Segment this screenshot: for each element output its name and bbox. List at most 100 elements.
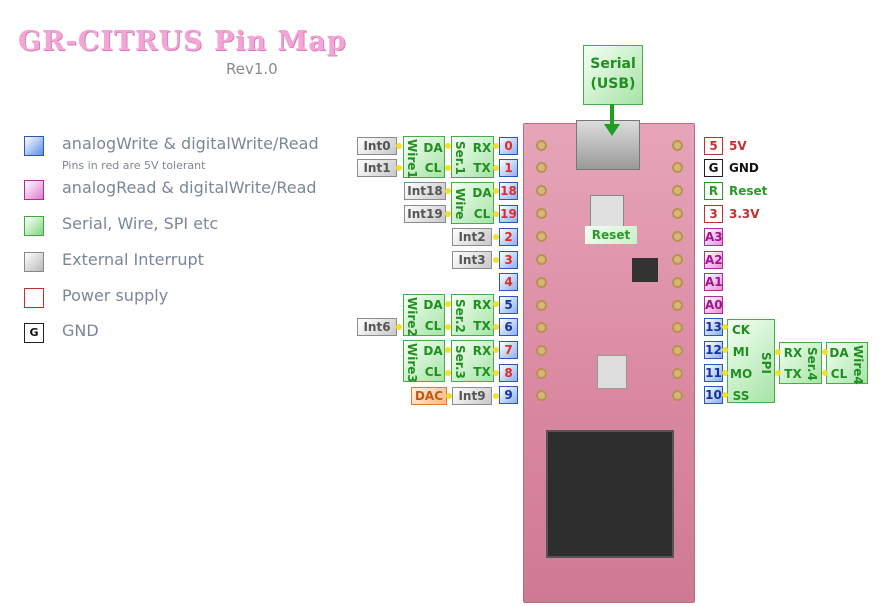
pin-hole <box>672 322 683 333</box>
legend-label: analogRead & digitalWrite/Read <box>62 178 317 197</box>
connector-dot <box>493 143 499 149</box>
ser4-name: Ser.4 <box>805 345 819 383</box>
usb-arrow-icon <box>604 104 620 138</box>
connector-dot <box>493 211 499 217</box>
pin-2: 2 <box>499 228 518 246</box>
connector-dot <box>775 370 781 376</box>
wire2-name: Wire2 <box>405 297 419 335</box>
pin-7: 7 <box>499 341 518 359</box>
connector-dot <box>493 257 499 263</box>
ser2-box: Ser.2 RX TX <box>451 294 494 336</box>
connector-dot <box>445 211 451 217</box>
connector-dot <box>722 392 728 398</box>
pin-hole <box>672 185 683 196</box>
connector-dot <box>493 347 499 353</box>
pin-gnd: G <box>704 159 723 177</box>
pin-3v3: 3 <box>704 205 723 223</box>
int0-label: Int0 <box>357 137 397 155</box>
legend-swatch-green <box>24 216 44 236</box>
ser3-rx: RX <box>470 342 494 360</box>
int18-label: Int18 <box>404 182 446 200</box>
legend-swatch-pink <box>24 180 44 200</box>
wire1-da: DA <box>422 139 444 157</box>
pin-5v-label: 5V <box>729 137 747 155</box>
pin-3: 3 <box>499 251 518 269</box>
pin-1: 1 <box>499 159 518 177</box>
ser1-name: Ser.1 <box>453 139 467 177</box>
connector-dot <box>396 165 402 171</box>
pin-hole <box>536 345 547 356</box>
pin-hole <box>672 231 683 242</box>
legend-label: External Interrupt <box>62 250 204 269</box>
connector-dot <box>445 347 451 353</box>
wire2-da: DA <box>422 296 444 314</box>
pin-13: 13 <box>704 318 723 336</box>
wire3-da: DA <box>422 342 444 360</box>
pin-18: 18 <box>499 182 518 200</box>
ser1-tx: TX <box>470 159 494 177</box>
ser2-rx: RX <box>470 296 494 314</box>
pin-10: 10 <box>704 386 723 404</box>
wire4-cl: CL <box>828 365 850 383</box>
connector-dot <box>445 370 451 376</box>
pin-hole <box>672 162 683 173</box>
pin-hole <box>536 368 547 379</box>
wire4-box: DA CL Wire4 <box>826 342 868 384</box>
legend-swatch-gray <box>24 252 44 272</box>
pin-reset: R <box>704 182 723 200</box>
ser4-tx: TX <box>781 365 805 383</box>
usb-label-line1: Serial <box>584 54 642 74</box>
ser3-name: Ser.3 <box>453 343 467 381</box>
pin-hole <box>672 277 683 288</box>
page-title: GR-CITRUS Pin Map <box>18 26 347 57</box>
legend: analogWrite & digitalWrite/Read Pins in … <box>24 134 354 354</box>
wire3-box: Wire3 DA CL <box>403 340 445 382</box>
int9-label: Int9 <box>452 387 492 405</box>
usb-serial-label: Serial (USB) <box>583 45 643 105</box>
pin-hole <box>672 345 683 356</box>
spi-mo: MO <box>730 365 752 383</box>
wire3-cl: CL <box>422 363 444 381</box>
pin-4: 4 <box>499 273 518 291</box>
legend-label: GND <box>62 321 99 340</box>
wire4-name: Wire4 <box>851 345 865 383</box>
pin-6: 6 <box>499 318 518 336</box>
wire4-da: DA <box>828 344 850 362</box>
wire2-box: Wire2 DA CL <box>403 294 445 336</box>
pin-a3: A3 <box>704 228 723 246</box>
pin-hole <box>672 208 683 219</box>
connector-dot <box>493 324 499 330</box>
ser2-name: Ser.2 <box>453 297 467 335</box>
int3-label: Int3 <box>452 251 492 269</box>
connector-dot <box>493 301 499 307</box>
pin-hole <box>536 322 547 333</box>
wire-name: Wire <box>453 187 467 221</box>
microcontroller-chip <box>546 430 674 558</box>
legend-label: Power supply <box>62 286 168 305</box>
connector-dot <box>445 188 451 194</box>
pin-8: 8 <box>499 364 518 382</box>
wire-da: DA <box>470 184 494 202</box>
pin-a0: A0 <box>704 296 723 314</box>
legend-swatch-gnd: G <box>24 323 44 343</box>
pin-hole <box>536 231 547 242</box>
pin-11: 11 <box>704 364 723 382</box>
pin-hole <box>536 254 547 265</box>
spi-mi: MI <box>730 343 752 361</box>
ser1-box: Ser.1 RX TX <box>451 136 494 178</box>
connector-dot <box>822 370 828 376</box>
connector-dot <box>493 370 499 376</box>
connector-dot <box>775 349 781 355</box>
pin-hole <box>672 140 683 151</box>
int6-label: Int6 <box>357 318 397 336</box>
connector-dot <box>396 324 402 330</box>
pin-5v: 5 <box>704 137 723 155</box>
wire1-box: Wire1 DA CL <box>403 136 445 178</box>
ser1-rx: RX <box>470 139 494 157</box>
crystal <box>597 355 627 389</box>
connector-dot <box>445 301 451 307</box>
pin-hole <box>536 390 547 401</box>
pin-12: 12 <box>704 341 723 359</box>
int1-label: Int1 <box>357 159 397 177</box>
spi-box: CK MI MO SS SPI <box>727 319 775 403</box>
